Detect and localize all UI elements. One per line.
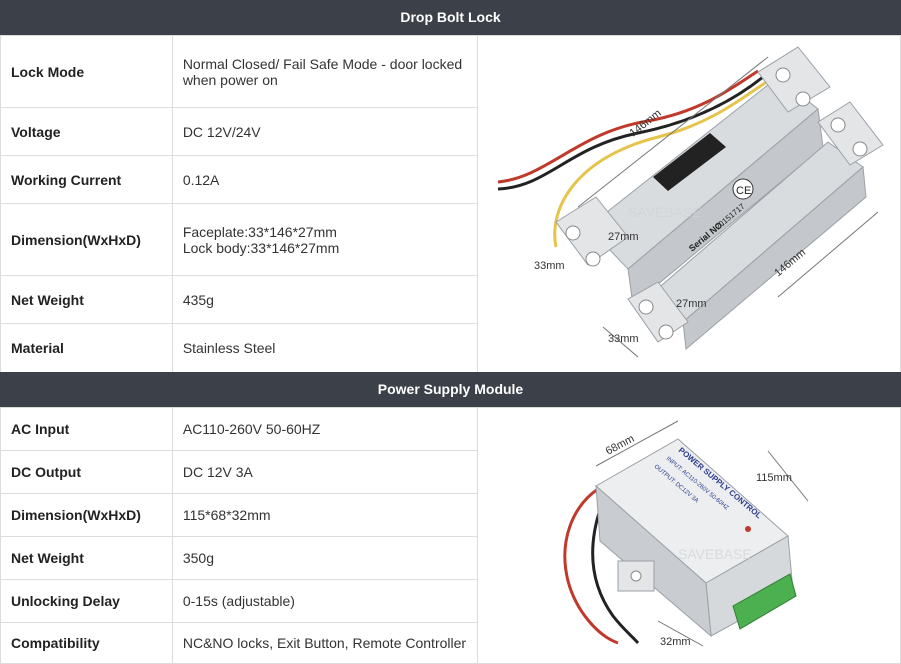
dimension-line xyxy=(657,620,704,646)
spec-value-line: 350g xyxy=(182,550,215,566)
dimension-line xyxy=(777,211,879,298)
spec-label: AC Input xyxy=(0,407,173,451)
spec-value-line: 0-15s (adjustable) xyxy=(182,593,295,609)
table-row: Dimension(WxHxD) Faceplate:33*146*27mm L… xyxy=(0,203,901,276)
spec-label: Net Weight xyxy=(0,536,173,580)
spec-value: 350g xyxy=(171,536,479,580)
table-row: Net Weight 350g xyxy=(0,536,901,580)
spec-label: Material xyxy=(0,323,173,373)
screw-hole-icon xyxy=(852,141,868,157)
spec-label: Dimension(WxHxD) xyxy=(0,203,173,276)
drop-bolt-lock-image: CE xyxy=(497,46,884,358)
spec-label: Dimension(WxHxD) xyxy=(0,493,173,537)
spec-value: AC110-260V 50-60HZ xyxy=(171,407,479,451)
lock-body-label xyxy=(653,133,726,191)
spec-value: Faceplate:33*146*27mm Lock body:33*146*2… xyxy=(171,203,479,276)
dimension-line xyxy=(602,326,639,358)
table-row: Voltage DC 12V/24V xyxy=(0,107,901,156)
spec-value-line: Faceplate:33*146*27mm xyxy=(182,223,337,240)
watermark: SAVEBASE xyxy=(678,546,752,562)
table-row: AC Input AC110-260V 50-60HZ xyxy=(0,407,901,664)
spec-value-line: Stainless Steel xyxy=(182,340,276,356)
spec-value: DC 12V/24V xyxy=(171,107,479,156)
spec-value-line: Lock body:33*146*27mm xyxy=(182,239,340,256)
black-wire xyxy=(497,75,764,191)
spec-label: Net Weight xyxy=(0,275,173,324)
spec-value: NC&NO locks, Exit Button, Remote Control… xyxy=(171,622,479,664)
dim-33-plate: 33mm xyxy=(608,333,639,345)
lock-body-right-plate xyxy=(757,46,831,113)
spec-value-line: DC 12V 3A xyxy=(182,464,253,480)
black-wire xyxy=(591,499,640,644)
spec-value: Stainless Steel xyxy=(171,323,479,373)
screw-hole-icon xyxy=(565,225,581,241)
power-supply-spec-table: AC Input AC110-260V 50-60HZ xyxy=(0,407,901,664)
spec-value-line: 115*68*32mm xyxy=(182,507,271,523)
yellow-wire xyxy=(553,79,769,248)
dim-115: 115mm xyxy=(756,472,792,484)
screw-hole-icon xyxy=(585,251,601,267)
table-row: Lock Mode Normal Closed/ Fail Safe Mode … xyxy=(0,35,901,373)
spec-label: Lock Mode xyxy=(0,35,173,108)
dimension-line xyxy=(595,420,679,466)
table-row: DC Output DC 12V 3A xyxy=(0,450,901,494)
ce-mark-icon xyxy=(732,178,754,200)
screw-hole-icon xyxy=(638,299,654,315)
spec-label: Working Current xyxy=(0,155,173,204)
faceplate-front xyxy=(682,165,867,350)
section-header-power-supply: Power Supply Module xyxy=(0,372,901,407)
spec-value: 115*68*32mm xyxy=(171,493,479,537)
spec-value-line: 0.12A xyxy=(182,171,220,188)
red-wire xyxy=(497,69,759,184)
dim-68: 68mm xyxy=(604,432,637,457)
spec-value: 435g xyxy=(171,275,479,324)
spec-value: 0.12A xyxy=(171,155,479,204)
dim-33-body: 33mm xyxy=(534,260,565,272)
spec-value-line: 435g xyxy=(182,291,214,308)
section-header-drop-bolt: Drop Bolt Lock xyxy=(0,0,901,35)
terminal-block xyxy=(732,572,797,630)
screw-hole-icon xyxy=(775,67,791,83)
drop-bolt-spec-table: Lock Mode Normal Closed/ Fail Safe Mode … xyxy=(0,35,901,373)
spec-value: Normal Closed/ Fail Safe Mode - door loc… xyxy=(171,35,479,108)
led-indicator-icon xyxy=(745,525,751,532)
ce-mark: CE xyxy=(736,185,751,197)
screw-hole-icon xyxy=(830,117,846,133)
spec-label: DC Output xyxy=(0,450,173,494)
faceplate-left-end xyxy=(627,281,689,343)
watermark: SAVEBASE xyxy=(628,204,702,220)
red-wire xyxy=(563,487,619,644)
spec-value-line: NC&NO locks, Exit Button, Remote Control… xyxy=(182,635,467,651)
spec-value-line: when power on xyxy=(182,71,278,88)
table-row: Dimension(WxHxD) 115*68*32mm xyxy=(0,493,901,537)
dimension-line xyxy=(577,56,769,208)
spec-value-line: DC 12V/24V xyxy=(182,123,261,140)
screw-hole-icon xyxy=(658,324,674,340)
drop-bolt-image-cell: CE xyxy=(477,35,901,373)
spec-value: DC 12V 3A xyxy=(171,450,479,494)
spec-label: Voltage xyxy=(0,107,173,156)
spec-label: Unlocking Delay xyxy=(0,579,173,623)
dim-32: 32mm xyxy=(660,636,691,648)
lock-body-left-plate xyxy=(555,196,629,266)
table-row: Compatibility NC&NO locks, Exit Button, … xyxy=(0,622,901,664)
spec-label: Compatibility xyxy=(0,622,173,664)
dim-27-plate: 27mm xyxy=(676,298,707,310)
table-row: Working Current 0.12A xyxy=(0,155,901,204)
spec-value-line: AC110-260V 50-60HZ xyxy=(182,421,321,437)
dimension-line xyxy=(767,450,809,501)
spec-value-line: Normal Closed/ Fail Safe Mode - door loc… xyxy=(182,55,463,72)
power-supply-image: POWER SUPPLY CONTROL INPUT: AC110-260V 5… xyxy=(563,420,809,648)
spec-value: 0-15s (adjustable) xyxy=(171,579,479,623)
screw-hole-icon xyxy=(630,570,642,581)
screw-hole-icon xyxy=(795,91,811,107)
dim-27-body: 27mm xyxy=(608,231,639,243)
power-supply-image-cell: POWER SUPPLY CONTROL INPUT: AC110-260V 5… xyxy=(477,407,901,664)
